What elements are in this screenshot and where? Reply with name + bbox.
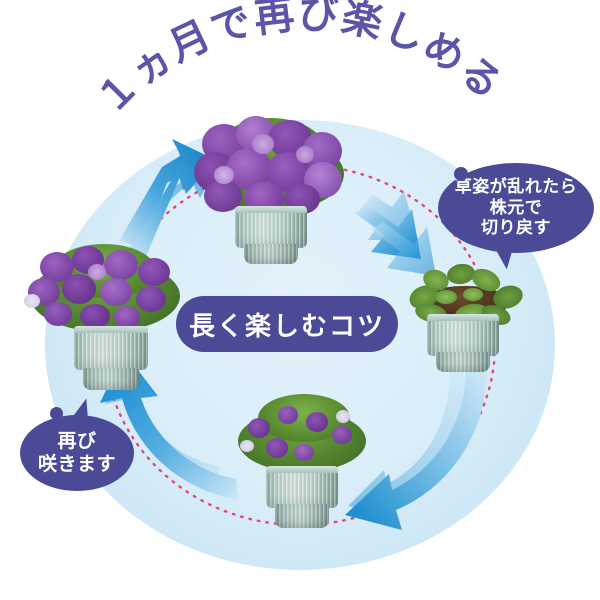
flower-canopy-rebloom [22, 244, 188, 336]
bubble-bloom-again-text: 再び 咲きます [37, 429, 116, 475]
bubble-bloom-again: 再び 咲きます [20, 395, 134, 491]
foliage-regrowth [232, 392, 372, 476]
center-label-pill: 長く楽しむコツ [176, 296, 398, 352]
flower-canopy-full [192, 116, 348, 216]
pot-base [275, 504, 329, 528]
pot [427, 314, 499, 356]
pot [235, 206, 307, 248]
stage-full-bloom [190, 116, 350, 264]
arrow-top-to-right [355, 191, 436, 276]
stage-reblooming [22, 244, 192, 390]
pot [74, 326, 148, 370]
bubble-tail [493, 240, 521, 272]
pot-base [83, 368, 139, 390]
page-title-text: １ヵ月で再び楽しめる [88, 0, 512, 123]
pot-base [436, 352, 490, 372]
pot [266, 466, 338, 508]
stage-cut-back [405, 261, 535, 380]
bubble-cut-back: 草姿が乱れたら 株元で 切り戻す [438, 163, 594, 272]
stage-regrowth [228, 392, 378, 532]
pot-base [244, 244, 298, 264]
bubble-cut-back-text: 草姿が乱れたら 株元で 切り戻す [454, 176, 578, 239]
bubble-notch [50, 407, 63, 420]
bubble-notch [454, 167, 468, 181]
center-label-text: 長く楽しむコツ [188, 311, 385, 342]
foliage-cut-back [405, 261, 531, 329]
arrow-right-to-bottom [345, 368, 487, 530]
